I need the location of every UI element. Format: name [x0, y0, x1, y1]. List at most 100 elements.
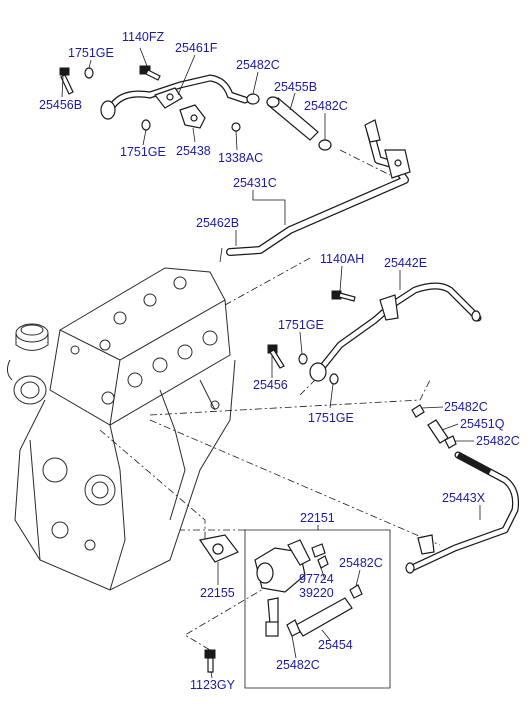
label-25454[interactable]: 25454	[318, 638, 353, 652]
pipe-25443x-bracket	[417, 534, 435, 555]
label-25462b[interactable]: 25462B	[196, 216, 240, 230]
label-25456[interactable]: 25456	[253, 378, 288, 392]
leader-25431c	[252, 190, 286, 225]
o-ring-1751ge-d	[329, 373, 339, 385]
head-boss-2	[143, 293, 157, 307]
label-1123gy[interactable]: 1123GY	[190, 678, 235, 692]
label-1751ge-d[interactable]: 1751GE	[308, 411, 354, 425]
label-25482c-d[interactable]: 25482C	[476, 434, 520, 448]
head-port-2	[152, 357, 168, 373]
leader-25455b	[289, 92, 296, 111]
leader-25482c-f	[291, 635, 297, 659]
front-cover-edge	[6, 359, 13, 381]
label-1338ac[interactable]: 1338AC	[218, 151, 264, 165]
timing-cover-boss-1	[42, 457, 68, 483]
leader-1338ac	[235, 130, 238, 151]
label-22151[interactable]: 22151	[300, 511, 335, 525]
housing-22151-neck	[287, 539, 311, 566]
label-1140fz[interactable]: 1140FZ	[122, 30, 165, 44]
gasket-22155-hole	[212, 543, 224, 555]
ref-line-bolt	[184, 584, 271, 651]
leader-25482c-a	[252, 71, 259, 95]
pipe-25443x-inner	[409, 452, 518, 571]
bolt-1140ah-shank	[338, 292, 356, 302]
block-plug	[210, 400, 220, 410]
label-25482c-e[interactable]: 25482C	[339, 556, 383, 570]
leader-25482c-e	[355, 569, 361, 587]
o-ring-25462b	[219, 247, 223, 263]
housing-drain-nut	[265, 621, 279, 637]
label-1751ge-b[interactable]: 1751GE	[120, 145, 166, 159]
bracket-25438-hole	[190, 114, 198, 122]
clamp-25482c-a	[246, 93, 260, 105]
head-boss-1	[113, 311, 127, 325]
label-22155[interactable]: 22155	[200, 586, 235, 600]
timing-cover-boss-4	[84, 539, 96, 551]
sensor-39220	[317, 555, 329, 569]
block-rib-2	[199, 379, 216, 411]
hose-25454	[295, 597, 353, 637]
oil-cap-top	[20, 324, 44, 336]
o-ring-1751ge-a	[84, 67, 94, 79]
bolt-1123gy-shank	[207, 657, 214, 673]
right-middle-assembly	[267, 282, 519, 574]
clamp-25482c-b	[318, 139, 332, 151]
label-25451q[interactable]: 25451Q	[460, 417, 505, 431]
label-39220[interactable]: 39220	[299, 586, 334, 600]
leader-25451q	[441, 423, 459, 431]
cylinder-head-side	[49, 299, 231, 426]
pipe-25461f-flange	[100, 100, 116, 120]
label-25461f[interactable]: 25461F	[175, 41, 218, 55]
leader-1751ge-c	[299, 331, 303, 355]
bolt-1123gy-head	[204, 649, 216, 659]
label-25482c-c[interactable]: 25482C	[444, 400, 488, 414]
label-1751ge-c[interactable]: 1751GE	[278, 318, 324, 332]
label-25482c-a[interactable]: 25482C	[236, 58, 280, 72]
ref-line-pipe-top	[339, 149, 391, 176]
bolt-25456b-shank	[60, 74, 74, 95]
pipe-25431c-inlet	[364, 119, 381, 143]
label-25455b[interactable]: 25455B	[274, 80, 318, 94]
label-1751ge-a[interactable]: 1751GE	[68, 46, 114, 60]
cylinder-head-edge	[109, 359, 121, 426]
head-boss-5	[70, 345, 80, 355]
label-25438[interactable]: 25438	[176, 144, 211, 158]
head-port-3	[177, 344, 193, 360]
sensor-97724	[311, 543, 326, 558]
leader-25482c-c	[421, 406, 444, 409]
top-assembly	[59, 65, 411, 263]
leader-25456b	[61, 76, 64, 98]
clamp-25482c-f	[286, 619, 301, 637]
pipe-25442e-end	[471, 310, 481, 322]
bolt-1140fz-head	[139, 65, 151, 75]
label-25442e[interactable]: 25442E	[384, 256, 428, 270]
label-25482c-f[interactable]: 25482C	[276, 658, 320, 672]
block-rib	[159, 389, 186, 521]
timing-cover-boss-2-inner	[91, 481, 109, 499]
label-1140ah[interactable]: 1140AH	[320, 252, 365, 266]
oil-cap	[15, 323, 49, 343]
label-97724[interactable]: 97724	[299, 572, 334, 586]
leader-1140ah	[339, 265, 343, 292]
leader-1751ge-d	[329, 383, 334, 409]
front-pulley	[13, 375, 47, 405]
cylinder-block-outline	[14, 359, 236, 591]
label-25456b[interactable]: 25456B	[39, 98, 83, 112]
ref-line-head-to-hose	[149, 379, 431, 416]
head-port-1	[127, 372, 143, 388]
leader-25461f	[177, 54, 196, 96]
o-ring-1751ge-c	[298, 353, 308, 365]
clamp-25482c-e	[349, 584, 363, 599]
label-25482c-b[interactable]: 25482C	[304, 99, 348, 113]
bolt-25456-shank	[269, 349, 285, 369]
cylinder-block-edge	[109, 424, 126, 591]
label-25431c[interactable]: 25431C	[233, 176, 277, 190]
timing-cover-boss-3	[51, 521, 69, 539]
label-25443x[interactable]: 25443X	[442, 491, 486, 505]
front-pulley-hub	[20, 381, 40, 399]
clamp-25482c-d	[444, 435, 457, 449]
pipe-25442e-bracket	[379, 294, 399, 321]
head-boss-3	[173, 276, 187, 290]
oil-cap-body	[15, 333, 49, 351]
